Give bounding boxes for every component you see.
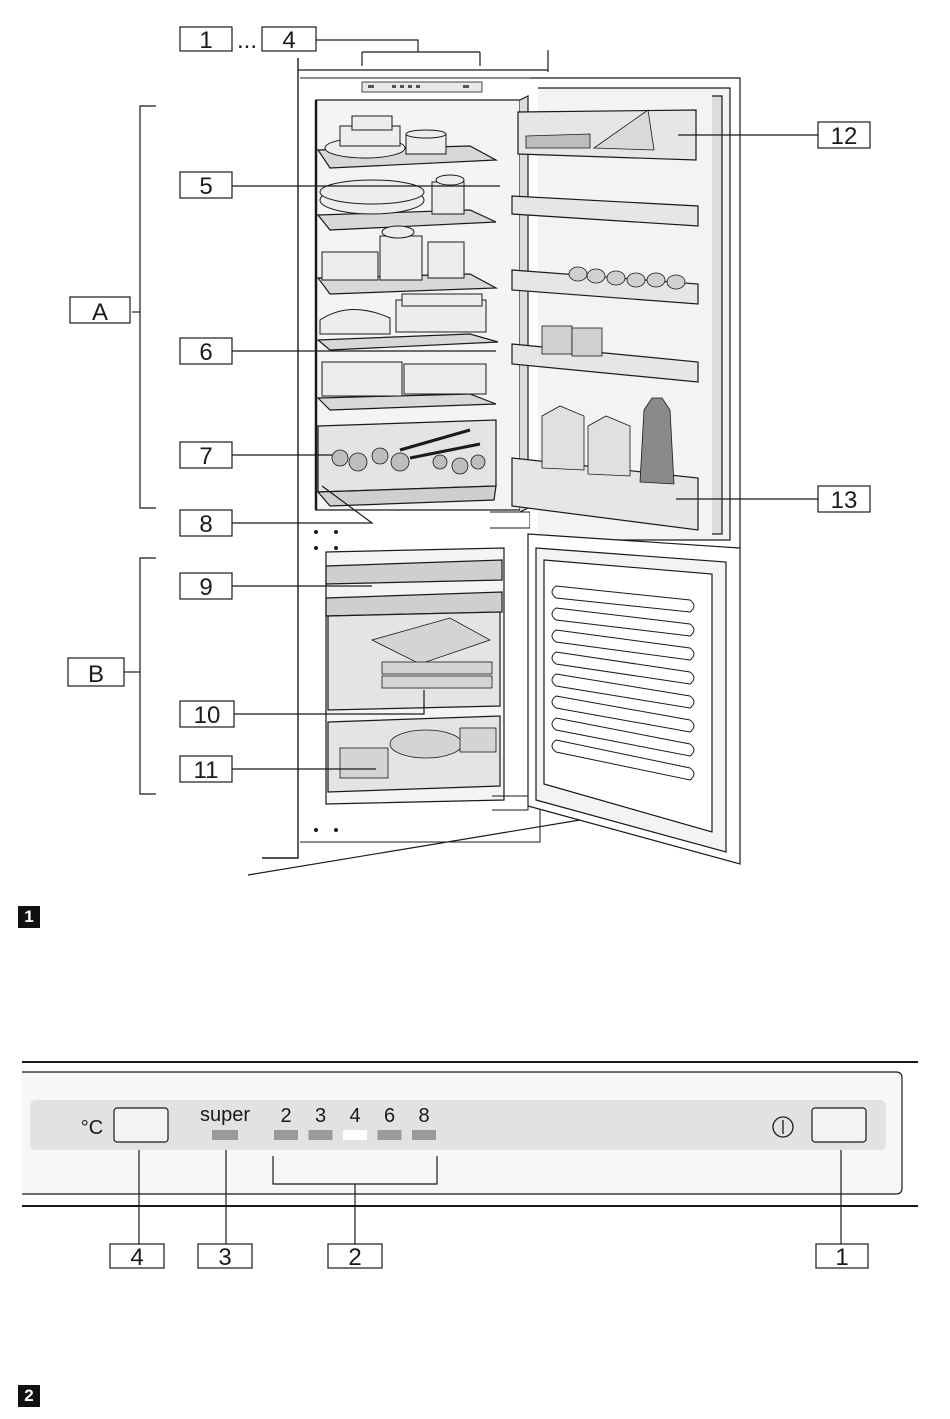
svg-text:2: 2 <box>348 1244 361 1271</box>
callout-10: 10 <box>179 690 425 729</box>
figure-number-1: 1 <box>18 906 40 928</box>
callout-panel-2: 2 <box>327 1243 383 1271</box>
food-items-fourth <box>319 293 487 335</box>
callout-8: 8 <box>179 485 374 538</box>
svg-text:8: 8 <box>199 511 212 538</box>
section-label-a: A <box>69 296 131 326</box>
level-label: 2 <box>280 1105 291 1127</box>
svg-text:3: 3 <box>218 1244 231 1271</box>
freezer-door-ribs <box>551 585 695 781</box>
level-indicator <box>377 1130 402 1140</box>
svg-text:6: 6 <box>199 339 212 366</box>
control-panel-strip <box>30 1100 886 1150</box>
svg-text:9: 9 <box>199 574 212 601</box>
callout-panel-3: 3 <box>197 1243 253 1271</box>
callout-12: 12 <box>678 121 871 150</box>
super-label: super <box>200 1104 250 1126</box>
super-indicator <box>212 1130 238 1140</box>
fridge-door <box>511 77 741 549</box>
callout-1-to-4: 1 ... 4 <box>179 26 481 66</box>
level-label: 6 <box>384 1105 395 1127</box>
cabinet-holes <box>314 530 338 832</box>
power-icon <box>772 1116 794 1138</box>
level-label: 3 <box>315 1105 326 1127</box>
power-button[interactable] <box>811 1107 867 1143</box>
fridge-cabinet <box>247 50 741 876</box>
freezer-drawers <box>325 559 503 793</box>
freezer-door <box>527 533 741 865</box>
svg-text:1: 1 <box>835 1244 848 1271</box>
temperature-levels: 2 3 4 6 8 <box>274 1105 436 1140</box>
callout-label-4: 4 <box>282 27 295 54</box>
level-indicator-active <box>343 1130 367 1140</box>
callout-13: 13 <box>676 485 871 514</box>
temperature-symbol: °C <box>81 1117 103 1139</box>
svg-text:11: 11 <box>194 757 219 784</box>
svg-text:5: 5 <box>199 173 212 200</box>
section-brackets <box>124 105 156 795</box>
callout-5: 5 <box>179 171 500 200</box>
svg-text:B: B <box>88 661 104 688</box>
section-label-b: B <box>67 657 125 688</box>
figure-number-2: 2 <box>18 1385 40 1407</box>
callout-ellipsis: ... <box>237 27 257 54</box>
level-indicator <box>308 1130 333 1140</box>
svg-text:13: 13 <box>831 487 858 514</box>
level-label: 8 <box>418 1105 429 1127</box>
food-items-third <box>321 225 465 281</box>
callout-6: 6 <box>179 337 496 366</box>
fridge-diagram: 1 ... 4 A B 5 6 7 8 9 10 <box>67 26 871 876</box>
food-items-fifth <box>321 361 487 397</box>
level-label: 4 <box>349 1105 360 1127</box>
svg-text:A: A <box>92 299 108 326</box>
svg-text:12: 12 <box>831 123 858 150</box>
callout-panel-4: 4 <box>109 1243 165 1271</box>
callout-9: 9 <box>179 572 372 601</box>
callout-11: 11 <box>179 755 376 784</box>
control-strip-dots <box>368 85 469 88</box>
food-items-top <box>324 115 447 159</box>
temperature-button[interactable] <box>113 1107 169 1143</box>
svg-text:10: 10 <box>194 702 221 729</box>
level-indicator <box>412 1130 436 1140</box>
control-panel-diagram: °C super 2 3 4 6 8 4 3 2 1 <box>22 1061 918 1271</box>
svg-text:4: 4 <box>130 1244 143 1271</box>
vegetable-drawer <box>316 419 497 507</box>
callout-label-1: 1 <box>199 27 212 54</box>
callout-panel-1: 1 <box>815 1243 869 1271</box>
level-indicator <box>274 1130 298 1140</box>
food-items-second <box>319 174 465 215</box>
svg-text:7: 7 <box>199 443 212 470</box>
callout-7: 7 <box>179 441 332 470</box>
